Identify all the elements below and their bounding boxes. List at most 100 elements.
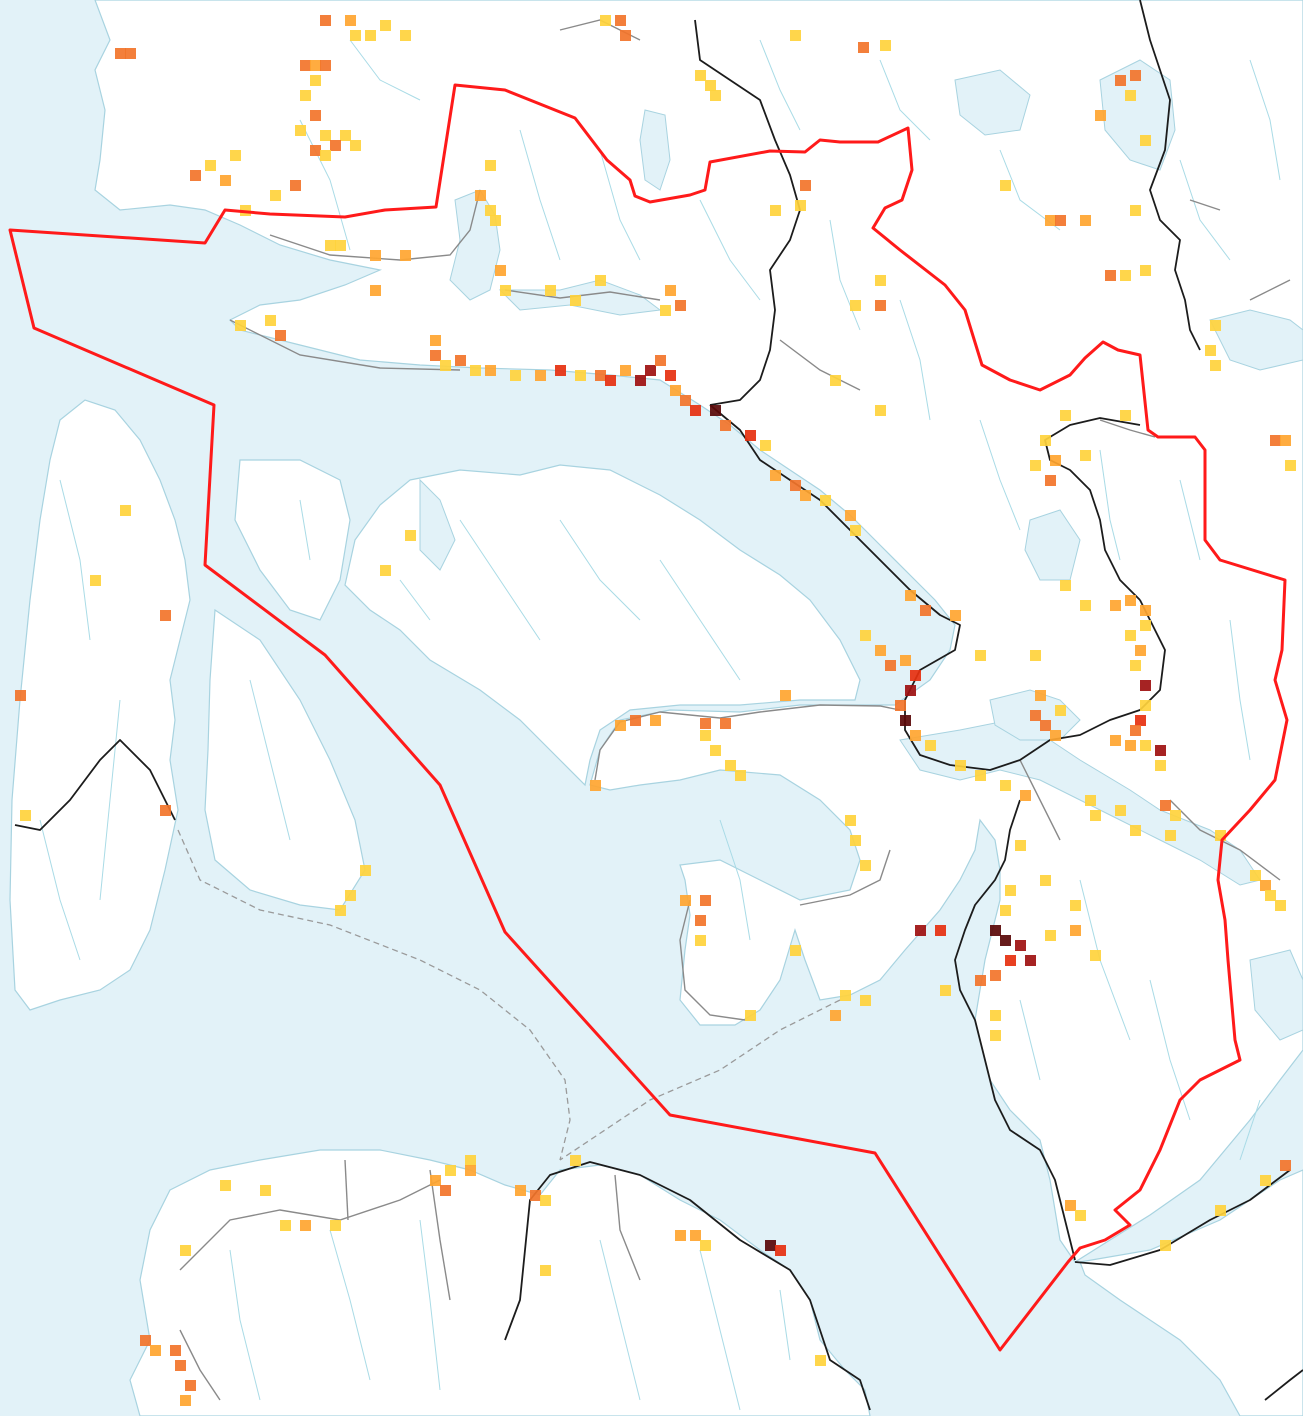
density-cell bbox=[1120, 270, 1131, 281]
density-cell bbox=[1125, 595, 1136, 606]
stream-line bbox=[59, 479, 91, 641]
density-cell bbox=[160, 805, 171, 816]
density-cell bbox=[235, 320, 246, 331]
density-cell bbox=[705, 80, 716, 91]
stream-line bbox=[459, 519, 541, 641]
density-cell bbox=[1125, 90, 1136, 101]
density-cell bbox=[1000, 780, 1011, 791]
density-cell bbox=[990, 1010, 1001, 1021]
density-cell bbox=[485, 205, 496, 216]
density-cell bbox=[1285, 460, 1296, 471]
density-cell bbox=[335, 240, 346, 251]
density-cell bbox=[860, 630, 871, 641]
density-cell bbox=[860, 860, 871, 871]
density-cell bbox=[310, 75, 321, 86]
stream-line bbox=[719, 819, 751, 941]
density-cell bbox=[650, 715, 661, 726]
density-cell bbox=[360, 865, 371, 876]
density-cell bbox=[470, 365, 481, 376]
density-cell bbox=[430, 350, 441, 361]
density-cell bbox=[875, 300, 886, 311]
density-cell bbox=[1140, 605, 1151, 616]
lake-east-1 bbox=[1249, 949, 1303, 1041]
density-cell bbox=[725, 760, 736, 771]
density-cell bbox=[1250, 870, 1261, 881]
minor-road bbox=[429, 1169, 451, 1301]
density-cell bbox=[1135, 645, 1146, 656]
stream-line bbox=[1229, 619, 1251, 761]
density-cell bbox=[615, 720, 626, 731]
west-island-north bbox=[9, 399, 191, 1011]
density-cell bbox=[500, 285, 511, 296]
density-cell bbox=[400, 250, 411, 261]
density-cell bbox=[760, 440, 771, 451]
density-cell bbox=[815, 1355, 826, 1366]
density-cell bbox=[695, 915, 706, 926]
density-cell bbox=[475, 190, 486, 201]
density-cell bbox=[1090, 810, 1101, 821]
density-cell bbox=[350, 30, 361, 41]
density-cell bbox=[1115, 75, 1126, 86]
density-cell bbox=[620, 30, 631, 41]
major-road bbox=[1264, 1369, 1303, 1401]
density-cell bbox=[190, 170, 201, 181]
density-cell bbox=[530, 1190, 541, 1201]
density-cell bbox=[590, 780, 601, 791]
density-cell bbox=[905, 685, 916, 696]
density-cell bbox=[370, 250, 381, 261]
density-cell bbox=[1080, 215, 1091, 226]
land-layer bbox=[9, 0, 1303, 1416]
density-cell bbox=[1270, 435, 1281, 446]
density-cell bbox=[605, 375, 616, 386]
density-cell bbox=[990, 970, 1001, 981]
northern-mainland bbox=[94, 0, 1303, 1263]
stream-line bbox=[979, 419, 1021, 531]
density-cell bbox=[465, 1165, 476, 1176]
stream-line bbox=[299, 119, 351, 251]
lake-central-1 bbox=[419, 478, 456, 571]
minor-road bbox=[179, 1329, 221, 1401]
density-cell bbox=[1080, 450, 1091, 461]
density-cell bbox=[850, 835, 861, 846]
density-cell bbox=[1260, 880, 1271, 891]
lake-north-4 bbox=[1209, 309, 1303, 371]
density-cell bbox=[545, 285, 556, 296]
density-cell bbox=[485, 160, 496, 171]
density-cell bbox=[675, 1230, 686, 1241]
density-cell bbox=[1020, 790, 1031, 801]
stream-line bbox=[519, 129, 561, 261]
density-cell bbox=[700, 730, 711, 741]
density-cell bbox=[915, 925, 926, 936]
density-cell bbox=[1265, 890, 1276, 901]
density-cell bbox=[845, 510, 856, 521]
density-cell bbox=[440, 1185, 451, 1196]
density-cell bbox=[690, 405, 701, 416]
minor-road bbox=[344, 1159, 349, 1221]
density-cell bbox=[1005, 955, 1016, 966]
density-cell bbox=[575, 370, 586, 381]
stream-line bbox=[699, 1249, 741, 1411]
major-road bbox=[1139, 0, 1201, 351]
density-cell bbox=[535, 370, 546, 381]
density-cell bbox=[1070, 925, 1081, 936]
density-cell bbox=[720, 718, 731, 729]
density-cell bbox=[405, 530, 416, 541]
density-cell bbox=[1120, 410, 1131, 421]
density-cell bbox=[205, 160, 216, 171]
density-cell bbox=[735, 770, 746, 781]
stream-line bbox=[899, 299, 931, 421]
density-cell bbox=[858, 42, 869, 53]
density-cell bbox=[620, 365, 631, 376]
minor-road bbox=[1019, 759, 1061, 841]
density-cell bbox=[775, 1245, 786, 1256]
lakes-layer bbox=[419, 59, 1303, 1041]
density-cell bbox=[1275, 900, 1286, 911]
density-cell bbox=[1080, 600, 1091, 611]
density-cell bbox=[850, 300, 861, 311]
density-cell bbox=[1035, 690, 1046, 701]
density-cell bbox=[1030, 650, 1041, 661]
density-cell bbox=[570, 1155, 581, 1166]
major-road bbox=[1044, 417, 1141, 601]
